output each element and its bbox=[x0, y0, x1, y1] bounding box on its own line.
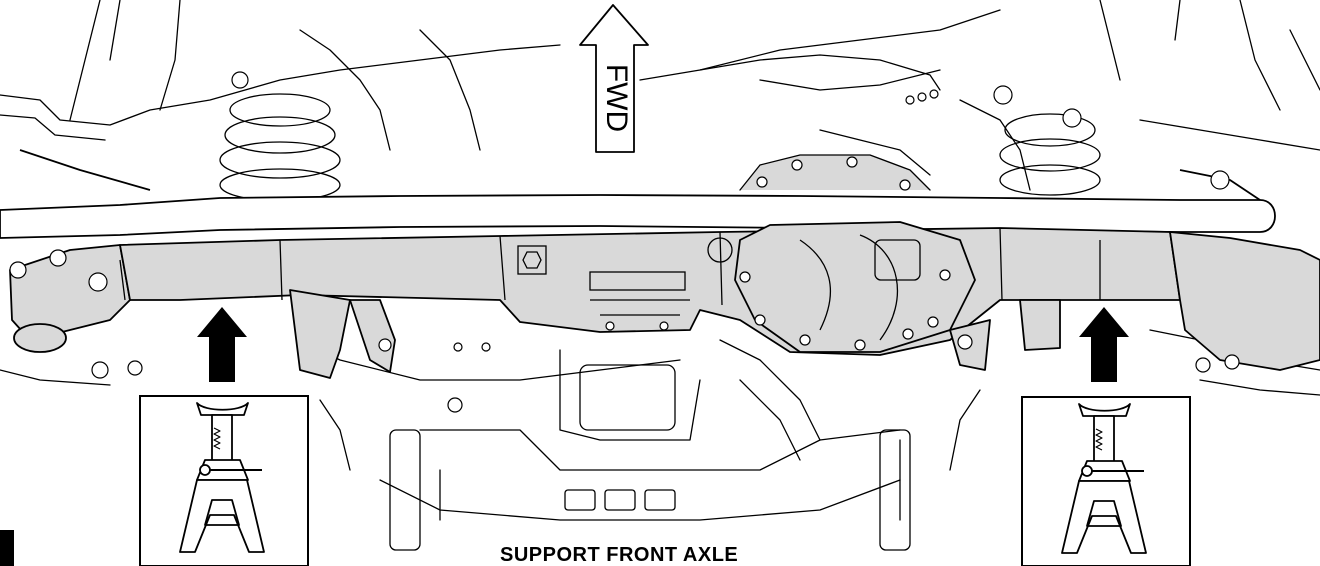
support-arrow-left bbox=[197, 307, 247, 382]
jack-stand-icon bbox=[1061, 403, 1147, 554]
jack-stand-icon bbox=[179, 402, 265, 553]
front-axle-housing bbox=[9, 221, 1320, 379]
support-arrow-right bbox=[1079, 307, 1129, 382]
axle-details bbox=[119, 227, 1101, 341]
page-marker bbox=[0, 530, 14, 566]
chassis-background bbox=[0, 0, 1320, 551]
forward-arrow-icon: FWD bbox=[579, 4, 649, 153]
diagram-caption: SUPPORT FRONT AXLE bbox=[500, 544, 739, 566]
jack-stand-left-panel bbox=[139, 395, 309, 566]
jack-stand-right-panel bbox=[1021, 396, 1191, 566]
direction-label: FWD bbox=[600, 64, 633, 132]
stabilizer-bar bbox=[0, 149, 1276, 239]
bolts bbox=[9, 71, 1240, 413]
